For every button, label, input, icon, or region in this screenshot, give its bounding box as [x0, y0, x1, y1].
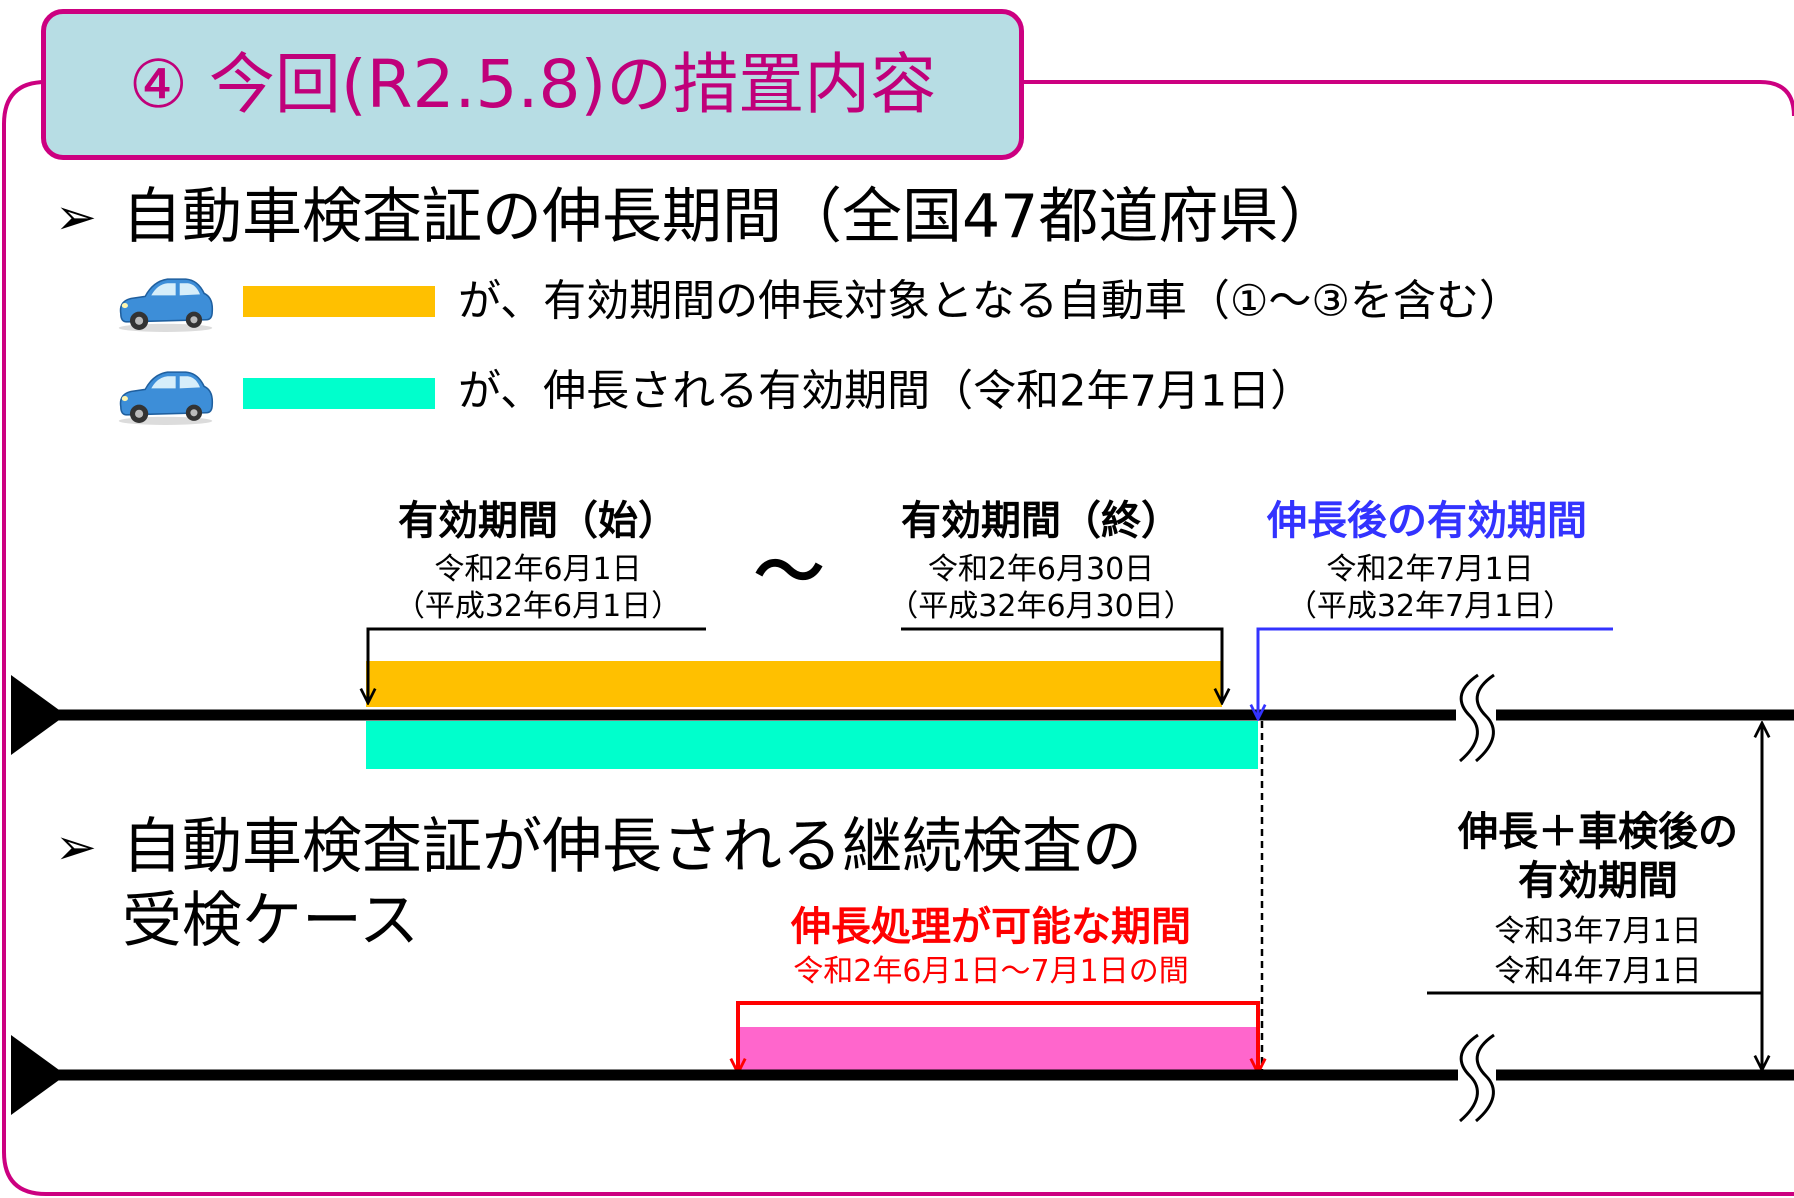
end-date-pointer [901, 627, 1222, 703]
post-inspection-date-1: 令和3年7月1日 [1494, 914, 1702, 949]
timeline-2-break-mark [1459, 1033, 1495, 1123]
content-frame [2, 80, 1794, 1196]
section-2-heading-line-1: 自動車検査証が伸長される継続検査の [122, 812, 1142, 882]
bullet-marker: ➢ [55, 188, 97, 246]
start-date: 令和2年6月1日 [434, 552, 642, 587]
page-title: ④ 今回(R2.5.8)の措置内容 [128, 45, 937, 123]
legend-text-extension-target: が、有効期間の伸長対象となる自動車（①～③を含む） [458, 276, 1522, 327]
car-icon [118, 371, 214, 425]
processing-window-heading: 伸長処理が可能な期間 [791, 904, 1191, 950]
processing-window-bar [738, 1027, 1258, 1070]
legend-swatch-extension-target [243, 286, 435, 317]
timeline-1-arrowhead [11, 675, 66, 755]
extended-period-bar [366, 721, 1258, 769]
post-inspection-heading-line-2: 有効期間 [1518, 858, 1678, 904]
car-icon [118, 278, 214, 332]
end-date: 令和2年6月30日 [927, 552, 1155, 587]
extended-date-heisei: （平成32年7月1日） [1286, 589, 1574, 624]
extended-period-heading: 伸長後の有効期間 [1267, 498, 1587, 544]
start-date-pointer [368, 627, 706, 703]
start-period-heading: 有効期間（始） [398, 498, 678, 544]
end-date-heisei: （平成32年6月30日） [888, 589, 1194, 624]
end-period-heading: 有効期間（終） [901, 498, 1181, 544]
extension-target-bar [366, 661, 1222, 707]
section-1-heading: 自動車検査証の伸長期間（全国47都道府県） [122, 182, 1339, 252]
bullet-marker: ➢ [55, 818, 97, 876]
range-tilde: ～ [754, 531, 824, 613]
extended-date-pointer [1258, 627, 1613, 719]
start-date-heisei: （平成32年6月1日） [394, 589, 682, 624]
processing-window-range: 令和2年6月1日～7月1日の間 [793, 954, 1189, 989]
title-box: ④ 今回(R2.5.8)の措置内容 [41, 9, 1024, 160]
post-inspection-date-2: 令和4年7月1日 [1494, 954, 1702, 989]
timeline-2-arrowhead [11, 1035, 66, 1115]
legend-swatch-extended-period [243, 378, 435, 409]
section-2-heading-line-2: 受検ケース [122, 886, 419, 956]
post-inspection-heading-line-1: 伸長＋車検後の [1458, 809, 1738, 855]
timeline-1-break-mark [1459, 673, 1495, 763]
extended-date: 令和2年7月1日 [1326, 552, 1534, 587]
legend-text-extended-period: が、伸長される有効期間（令和2年7月1日） [458, 366, 1314, 417]
